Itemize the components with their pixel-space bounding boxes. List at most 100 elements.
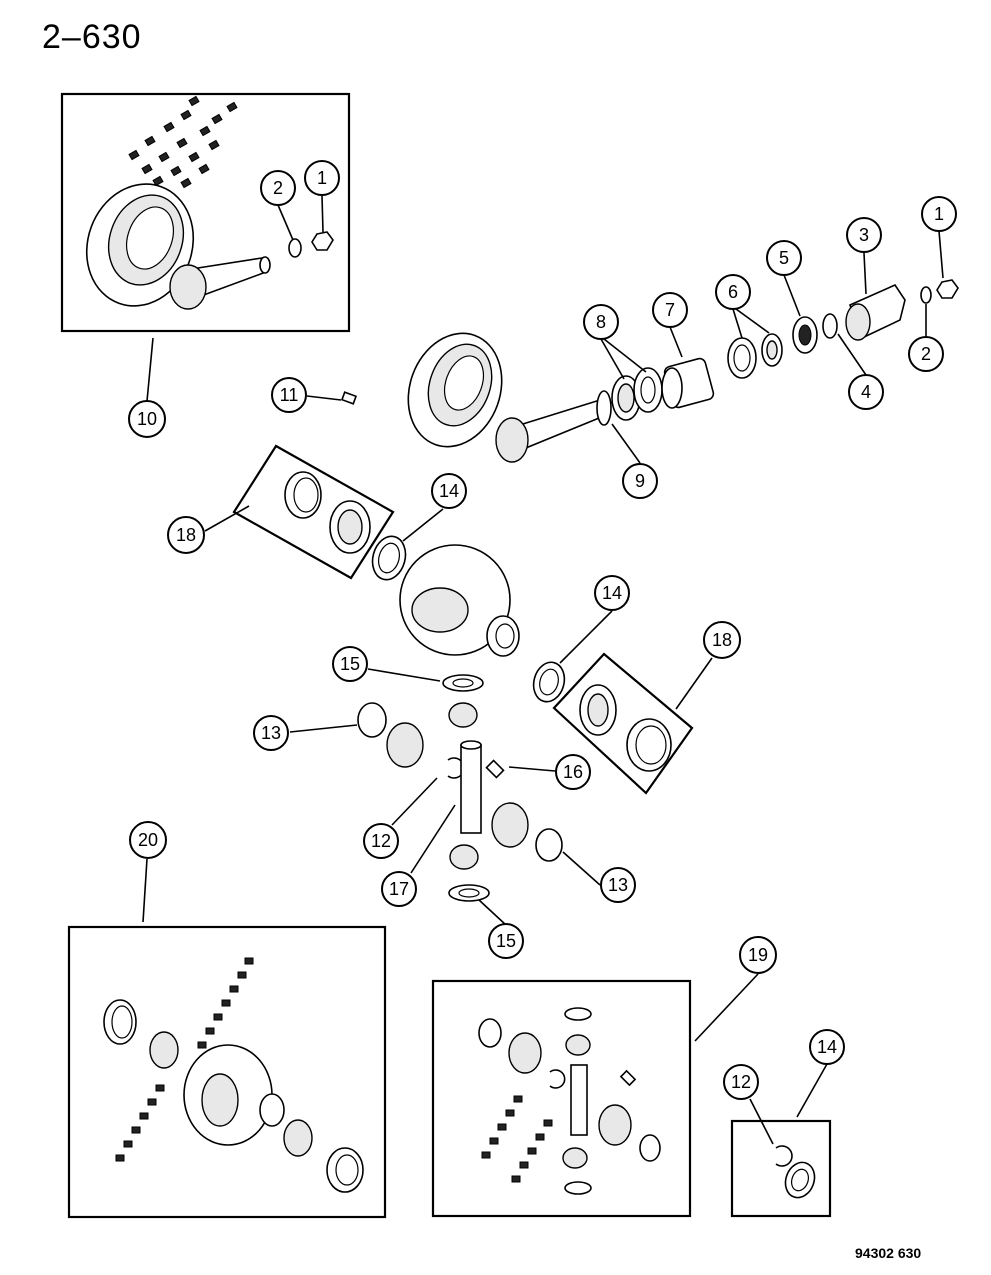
bearing-kit-box-left (232, 444, 395, 580)
kit20-bearing-cone-left (149, 1031, 179, 1069)
thrust-washer-13b (535, 828, 563, 862)
svg-text:11: 11 (280, 385, 299, 405)
svg-text:2: 2 (921, 344, 931, 364)
pinion-shaft-17 (460, 740, 482, 834)
side-gear-top (448, 702, 478, 728)
drive-pinion (495, 398, 605, 463)
collapsible-spacer-7 (661, 357, 715, 409)
pinion-bearing-6 (727, 333, 783, 379)
callout-14-kit: 14 (809, 1029, 845, 1065)
ring-pinion-kit-box (60, 92, 351, 333)
side-gear-bottom (449, 844, 479, 870)
bolt-11 (340, 391, 358, 405)
callout-6: 6 (715, 274, 751, 310)
callout-13-right: 13 (600, 867, 636, 903)
callout-3: 3 (846, 217, 882, 253)
svg-text:16: 16 (563, 762, 583, 782)
callout-7: 7 (652, 292, 688, 328)
clip-washer-kit-box (730, 1119, 832, 1218)
svg-text:14: 14 (439, 481, 459, 501)
pinion-spacer-9 (596, 390, 612, 426)
bearing-cone-18b (579, 684, 617, 736)
callout-1-kit: 1 (304, 160, 340, 196)
yoke-3 (845, 283, 906, 341)
bearing-cone-18a (329, 500, 371, 554)
callout-12: 12 (363, 823, 399, 859)
svg-text:18: 18 (176, 525, 196, 545)
svg-text:4: 4 (861, 382, 871, 402)
bearing-cup-18b (626, 718, 672, 772)
svg-text:7: 7 (665, 300, 675, 320)
kit20-bolts (115, 957, 254, 1162)
svg-text:19: 19 (748, 945, 768, 965)
callout-18-left: 18 (167, 516, 205, 554)
callout-8: 8 (583, 304, 619, 340)
gear-kit-box (431, 979, 692, 1218)
svg-text:1: 1 (317, 168, 327, 188)
callout-5: 5 (766, 240, 802, 276)
differential-case (399, 544, 520, 657)
callout-2-kit: 2 (260, 170, 296, 206)
callout-20: 20 (129, 821, 167, 859)
svg-text:9: 9 (635, 471, 645, 491)
svg-text:13: 13 (261, 723, 281, 743)
svg-text:18: 18 (712, 630, 732, 650)
kit20-case (183, 1044, 285, 1146)
case-assembly-kit-box (67, 925, 387, 1219)
shim-14b (532, 661, 566, 703)
svg-text:12: 12 (731, 1072, 751, 1092)
svg-text:14: 14 (817, 1037, 837, 1057)
svg-text:6: 6 (728, 282, 738, 302)
svg-text:14: 14 (602, 583, 622, 603)
diagram-code: 94302 630 (855, 1245, 922, 1261)
washer-2 (920, 286, 932, 304)
ring-gear (407, 332, 503, 448)
pinion-bearing-8 (611, 367, 663, 421)
svg-text:2: 2 (273, 178, 283, 198)
callout-15-bottom: 15 (488, 923, 524, 959)
svg-text:1: 1 (934, 204, 944, 224)
callout-11: 11 (271, 377, 307, 413)
callout-14-right: 14 (594, 575, 630, 611)
callout-12-kit: 12 (723, 1064, 759, 1100)
callout-10: 10 (128, 400, 166, 438)
svg-text:15: 15 (340, 654, 360, 674)
callout-13-left: 13 (253, 715, 289, 751)
nut-1 (936, 279, 959, 299)
oil-seal-5 (792, 316, 818, 354)
leader-lines (142, 195, 944, 1145)
callout-4: 4 (848, 374, 884, 410)
kit19-parts (478, 1007, 661, 1195)
callout-14-top: 14 (431, 473, 467, 509)
kit10-ring-gear (85, 183, 195, 307)
svg-text:10: 10 (137, 409, 157, 429)
svg-text:3: 3 (859, 225, 869, 245)
washer-4 (822, 313, 838, 339)
callout-18-right: 18 (703, 621, 741, 659)
shim-14a (371, 535, 407, 581)
bearing-kit-box-right (552, 652, 694, 795)
kit20-bearing-cup-right (326, 1147, 364, 1193)
callout-1: 1 (921, 196, 957, 232)
callout-17: 17 (381, 871, 417, 907)
kit10-washer (288, 238, 302, 258)
svg-text:15: 15 (496, 931, 516, 951)
page-number: 2–630 (42, 18, 142, 56)
callout-15-top: 15 (332, 646, 368, 682)
callout-16: 16 (555, 754, 591, 790)
kit10-pinion-gear (169, 256, 271, 310)
bearing-cup-18a (284, 471, 322, 519)
thrust-washer-15a (442, 674, 484, 692)
kit20-bearing-cone-right (283, 1119, 313, 1157)
svg-text:17: 17 (389, 879, 409, 899)
thrust-washer-13a (357, 702, 387, 738)
kit10-bolts (128, 95, 238, 189)
pinion-gear-left (386, 722, 424, 768)
kit20-bearing-cup-left (103, 999, 137, 1045)
svg-text:8: 8 (596, 312, 606, 332)
kit-washer-14 (784, 1161, 816, 1199)
callout-19: 19 (739, 936, 777, 974)
svg-text:5: 5 (779, 248, 789, 268)
